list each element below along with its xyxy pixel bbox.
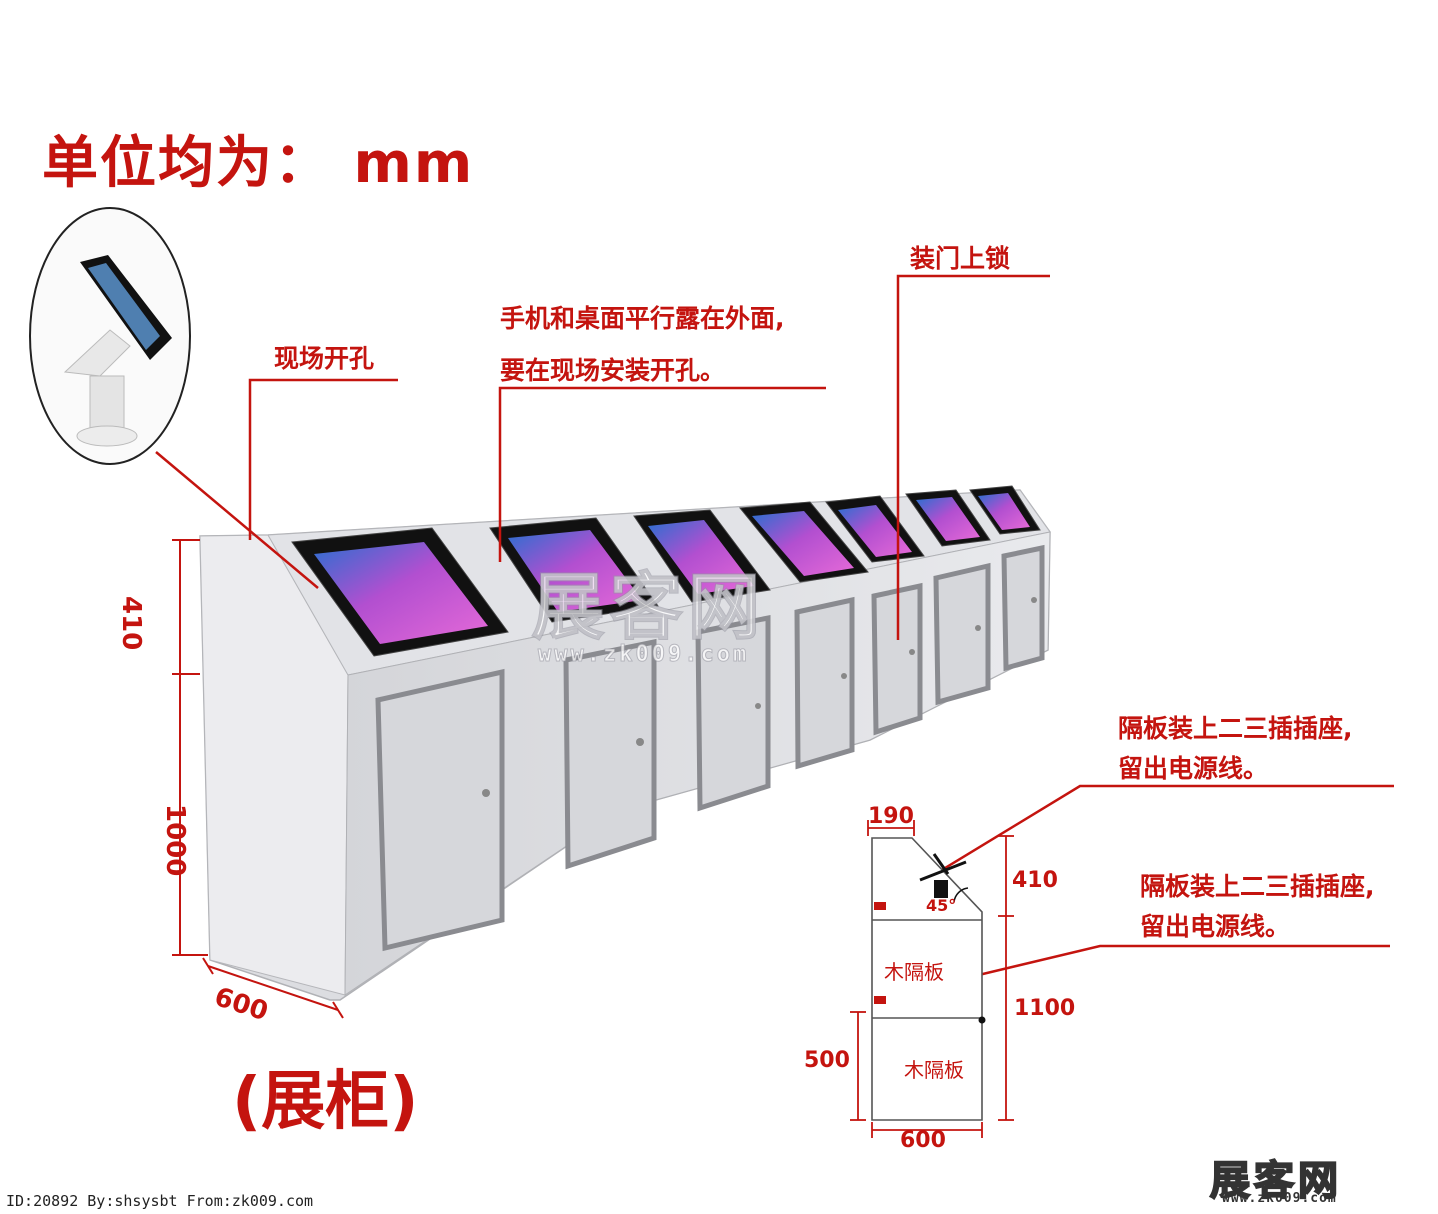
- note-socket-upper-2: 留出电源线。: [1118, 754, 1269, 783]
- section-bottom-width: 600: [900, 1128, 946, 1153]
- section-shelf-lower: 木隔板: [904, 1058, 964, 1082]
- dim-h-body: 1000: [160, 804, 190, 877]
- section-top-width: 190: [868, 804, 914, 829]
- watermark-text: 展客网: [531, 564, 767, 650]
- cross-section: [850, 820, 1014, 1138]
- logo-text: 展客网: [1209, 1157, 1342, 1205]
- phone-closeup: [29, 207, 191, 465]
- section-h-top: 410: [1012, 868, 1058, 893]
- cabinet-caption: (展柜): [232, 1065, 419, 1139]
- note-phone-parallel-1: 手机和桌面平行露在外面,: [500, 304, 785, 333]
- section-shelf-upper: 木隔板: [884, 960, 944, 984]
- note-phone-parallel-2: 要在现场安装开孔。: [500, 356, 726, 385]
- footer-id: ID:20892 By:shsysbt From:zk009.com: [6, 1192, 314, 1210]
- note-socket-lower-1: 隔板装上二三插插座,: [1140, 872, 1375, 901]
- main-dimension-lines: [172, 539, 344, 1019]
- section-lower-h: 500: [804, 1048, 850, 1073]
- cabinet-doors: [375, 544, 1045, 952]
- dim-h-top: 410: [116, 596, 146, 651]
- note-door-lock: 装门上锁: [910, 244, 1011, 273]
- logo-url: www.zk009.com: [1222, 1191, 1337, 1206]
- unit-title: 单位均为： mm: [42, 131, 475, 196]
- kiosk-screens: [291, 485, 1041, 657]
- section-total-h: 1100: [1014, 996, 1076, 1021]
- note-socket-lower-2: 留出电源线。: [1140, 912, 1291, 941]
- note-onsite-hole: 现场开孔: [274, 344, 375, 373]
- note-socket-upper-1: 隔板装上二三插插座,: [1118, 714, 1353, 743]
- section-angle: 45°: [926, 896, 957, 915]
- watermark-url: www.zk009.com: [537, 642, 750, 668]
